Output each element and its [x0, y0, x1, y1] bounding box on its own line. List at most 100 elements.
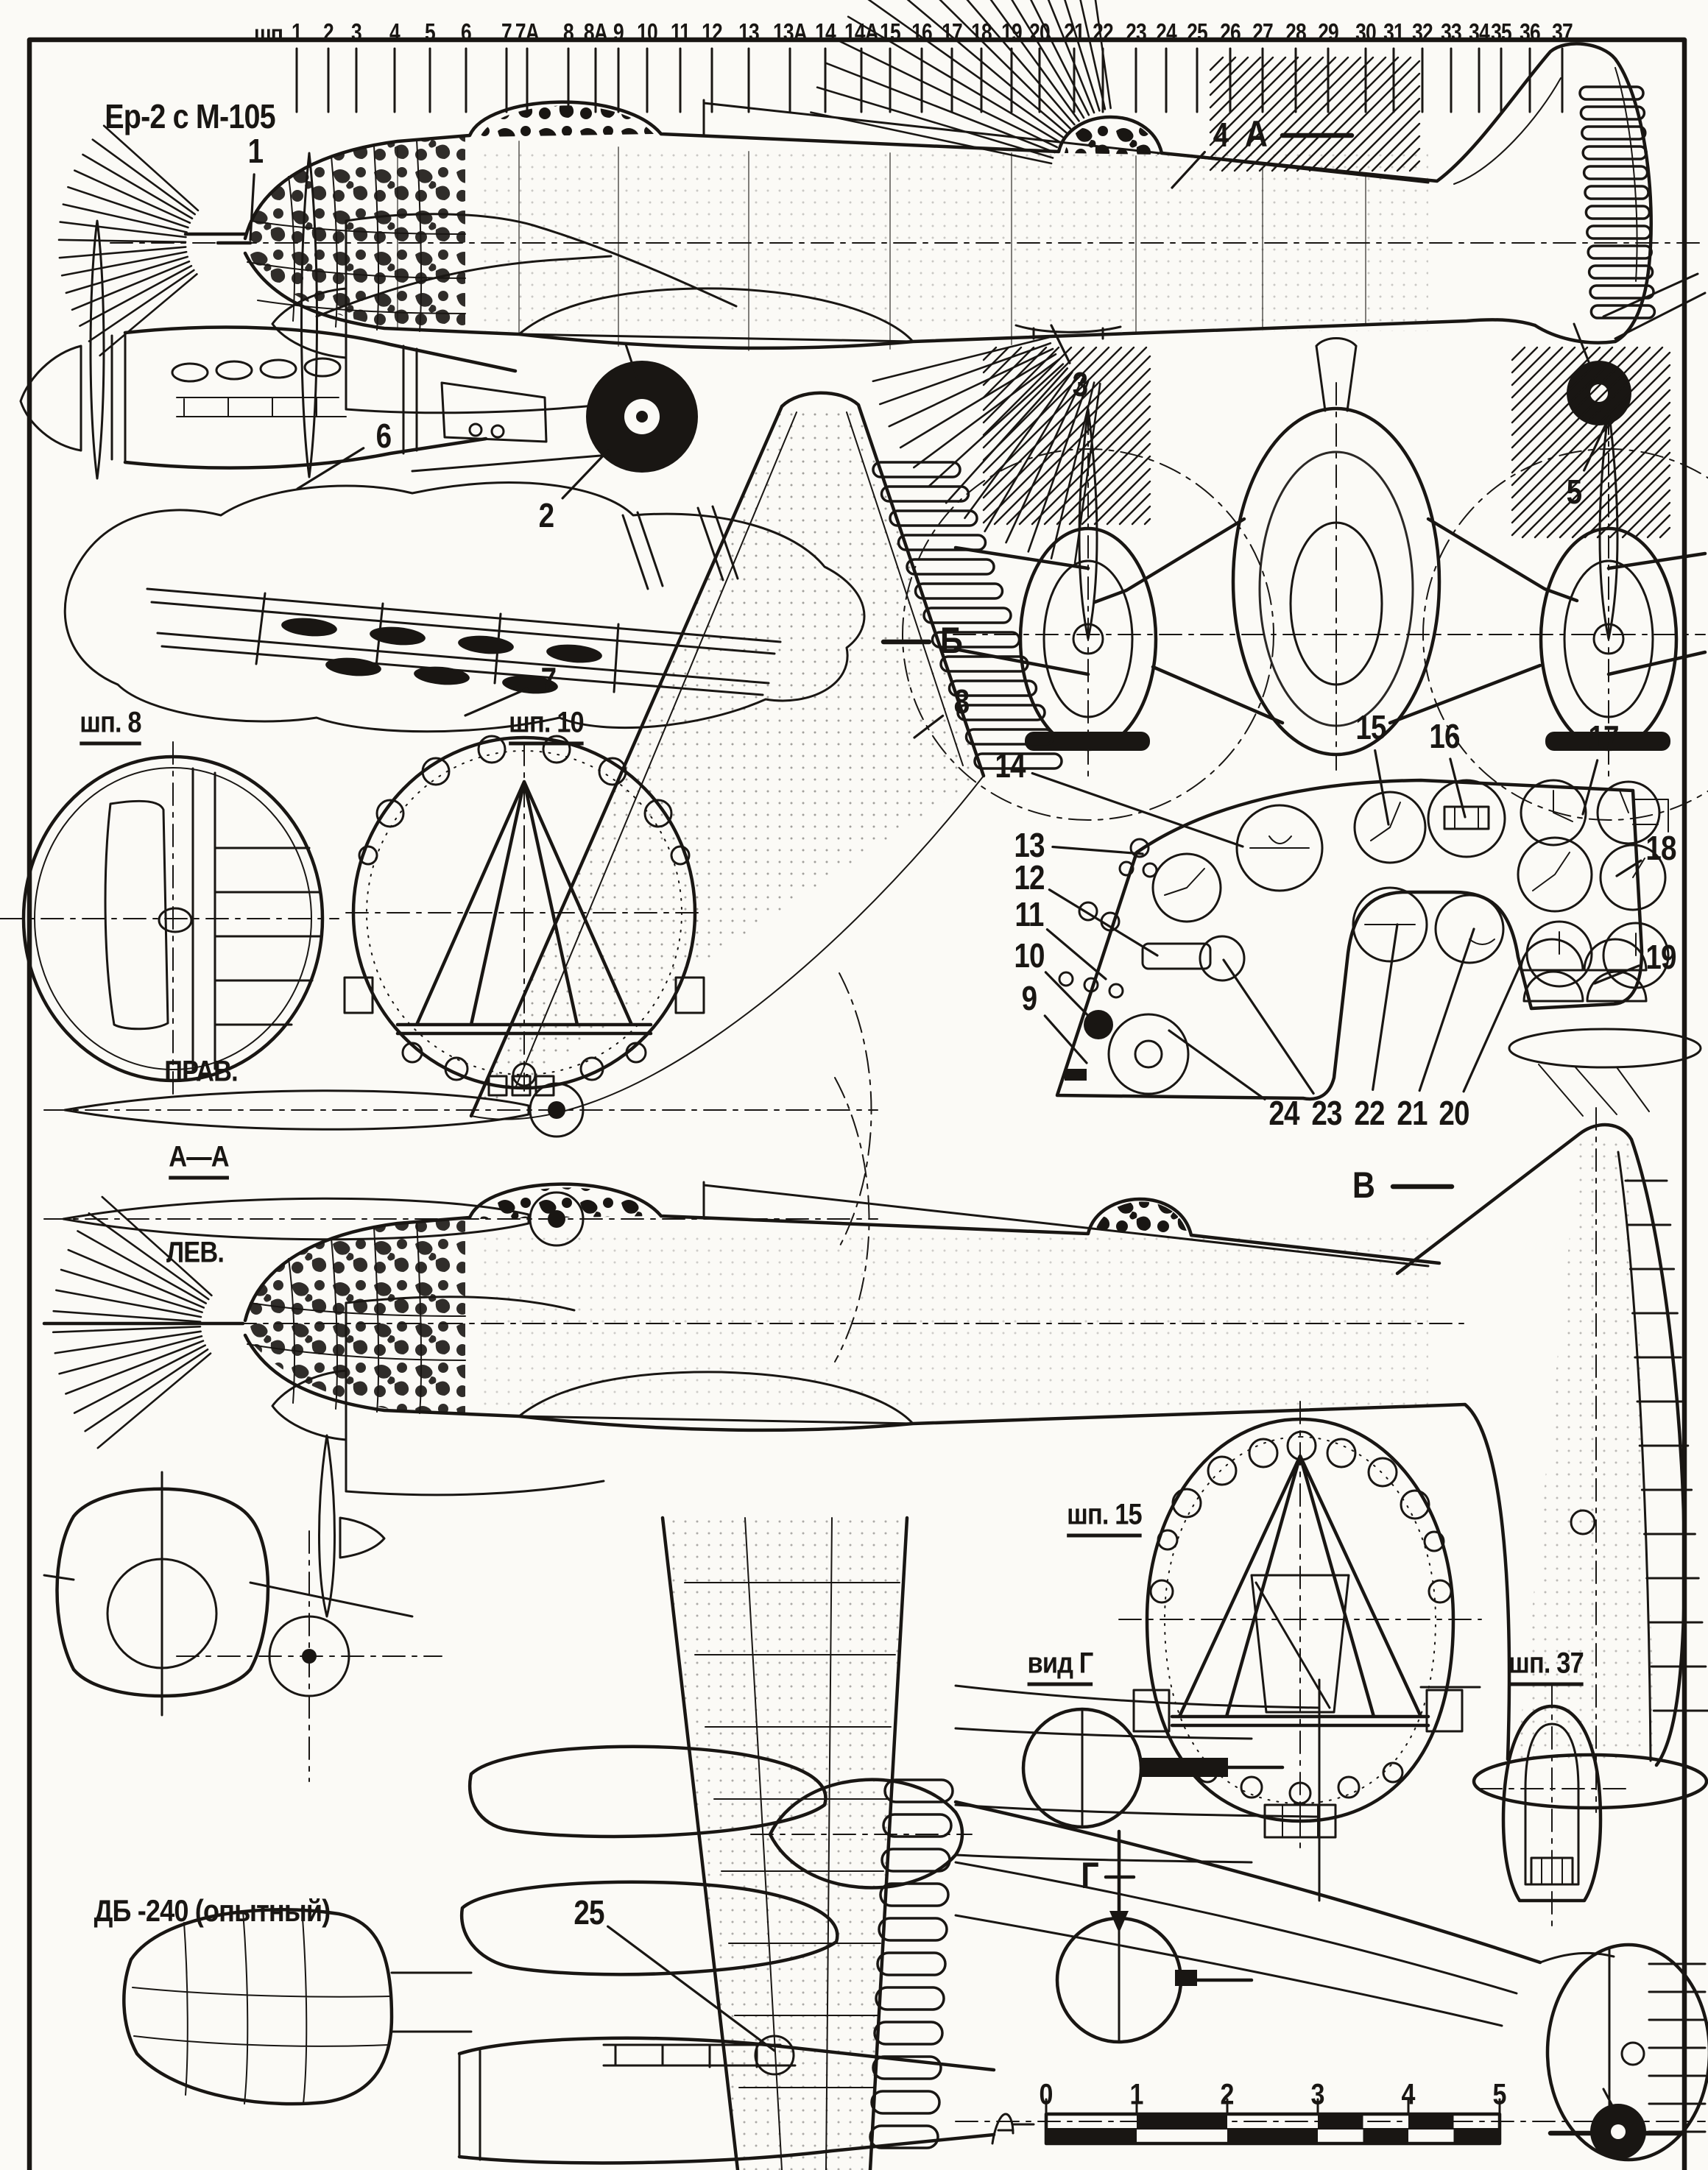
label-lev: ЛЕВ.	[166, 1236, 225, 1269]
frame-tick-20: 20	[1029, 18, 1051, 46]
side-view-er2	[110, 42, 1707, 478]
frame-tick-26: 26	[1220, 18, 1241, 46]
scale-label-4: 4	[1401, 2078, 1416, 2111]
callout-19: 19	[1645, 938, 1676, 976]
sheet-title: Ер-2 с М-105	[105, 97, 275, 135]
frame-tick-25: 25	[1187, 18, 1208, 46]
scale-bar	[991, 2112, 1502, 2146]
instrument-panel	[1055, 778, 1702, 1117]
callout-7: 7	[540, 660, 557, 699]
frame-tick-33: 33	[1441, 18, 1462, 46]
frame-tick-8: 8	[563, 18, 574, 46]
scale-label-3: 3	[1310, 2078, 1325, 2111]
frame-tick-21: 21	[1064, 18, 1085, 46]
fin-detail-view-v	[1395, 1107, 1708, 1813]
frame-tick-1: 1	[292, 18, 303, 46]
label-shp8: шп. 8	[80, 707, 142, 746]
callout-12: 12	[1014, 858, 1045, 897]
label-view-v: В	[1352, 1164, 1375, 1206]
callout-14: 14	[995, 746, 1026, 785]
frame-tick-19: 19	[1001, 18, 1023, 46]
frame-tick-7: 7	[501, 18, 512, 46]
frame-tick-27: 27	[1252, 18, 1274, 46]
label-shp15: шп. 15	[1067, 1499, 1143, 1538]
frame-tick-24: 24	[1156, 18, 1177, 46]
label-db240: ДБ -240 (опытный)	[93, 1893, 331, 1928]
frame-tick-5: 5	[425, 18, 436, 46]
side-view-db240	[42, 1181, 1511, 1761]
callout-22: 22	[1354, 1094, 1385, 1132]
frame-tick-31: 31	[1383, 18, 1405, 46]
frame-tick-28: 28	[1285, 18, 1307, 46]
frame-tick-18: 18	[971, 18, 992, 46]
frame-tick-17: 17	[942, 18, 963, 46]
scale-label-0: 0	[1039, 2078, 1054, 2111]
callout-21: 21	[1397, 1094, 1428, 1132]
label-shp37: шп. 37	[1508, 1647, 1584, 1686]
frame-tick-35: 35	[1491, 18, 1512, 46]
frame-tick-4: 4	[389, 18, 400, 46]
frame-tick-14: 14	[815, 18, 836, 46]
callout-13: 13	[1014, 826, 1045, 864]
section-shp37	[1479, 1685, 1628, 1929]
section-shp15	[1118, 1401, 1482, 1848]
plan-view	[469, 391, 986, 2170]
frame-tick-16: 16	[911, 18, 933, 46]
callout-4: 4	[1213, 116, 1229, 154]
frame-tick-12: 12	[702, 18, 723, 46]
frame-tick-2: 2	[323, 18, 334, 46]
frame-tick-9: 9	[613, 18, 624, 46]
label-view-b: Б	[939, 620, 963, 661]
frame-tick-22: 22	[1093, 18, 1114, 46]
callout-6: 6	[375, 417, 392, 455]
callout-23: 23	[1311, 1094, 1342, 1132]
frame-tick-14А: 14А	[844, 18, 879, 46]
frame-tick-36: 36	[1520, 18, 1541, 46]
frame-tick-29: 29	[1318, 18, 1339, 46]
db240-profile-fragments	[122, 1745, 996, 2165]
frame-tick-3: 3	[351, 18, 362, 46]
frame-tick-37: 37	[1552, 18, 1573, 46]
callout-15: 15	[1355, 708, 1386, 746]
scale-label-2: 2	[1220, 2078, 1235, 2111]
frame-tick-34: 34	[1469, 18, 1490, 46]
callout-3: 3	[1072, 365, 1088, 403]
callout-25: 25	[574, 1893, 604, 1932]
frame-tick-30: 30	[1355, 18, 1377, 46]
label-view-a: А	[1244, 113, 1268, 155]
bomb-bay-sketch	[63, 481, 866, 733]
callout-18: 18	[1645, 829, 1676, 867]
rear-fuselage-view	[953, 1800, 1708, 2162]
scale-label-5: 5	[1492, 2078, 1507, 2111]
scale-label-1: 1	[1129, 2078, 1144, 2111]
frame-tick-8А: 8А	[583, 18, 608, 46]
callout-9: 9	[1021, 979, 1037, 1017]
ruler-prefix: шп.	[253, 20, 289, 47]
label-view-g-letter: Г	[1081, 1855, 1098, 1896]
callout-20: 20	[1439, 1094, 1469, 1132]
callout-16: 16	[1429, 717, 1460, 755]
callout-17: 17	[1588, 718, 1619, 757]
callout-2: 2	[538, 496, 554, 534]
callout-10: 10	[1014, 936, 1045, 975]
view-g	[954, 1678, 1481, 2044]
callout-24: 24	[1268, 1094, 1299, 1132]
callout-8: 8	[953, 682, 970, 721]
frame-tick-6: 6	[461, 18, 472, 46]
callout-11: 11	[1014, 895, 1044, 933]
frame-tick-13: 13	[738, 18, 760, 46]
section-shp8	[0, 741, 339, 1098]
frame-tick-7А: 7А	[515, 18, 540, 46]
frame-tick-11: 11	[670, 18, 691, 46]
db240-front-view	[43, 1434, 442, 1782]
frame-tick-10: 10	[637, 18, 658, 46]
frame-tick-15: 15	[880, 18, 901, 46]
label-view-g-title: вид Г	[1027, 1647, 1093, 1686]
label-section-aa: А—А	[169, 1141, 230, 1180]
frame-tick-23: 23	[1126, 18, 1147, 46]
sheet-border	[27, 37, 1687, 2170]
label-prav: ПРАВ.	[164, 1055, 238, 1088]
callout-1: 1	[247, 132, 264, 170]
